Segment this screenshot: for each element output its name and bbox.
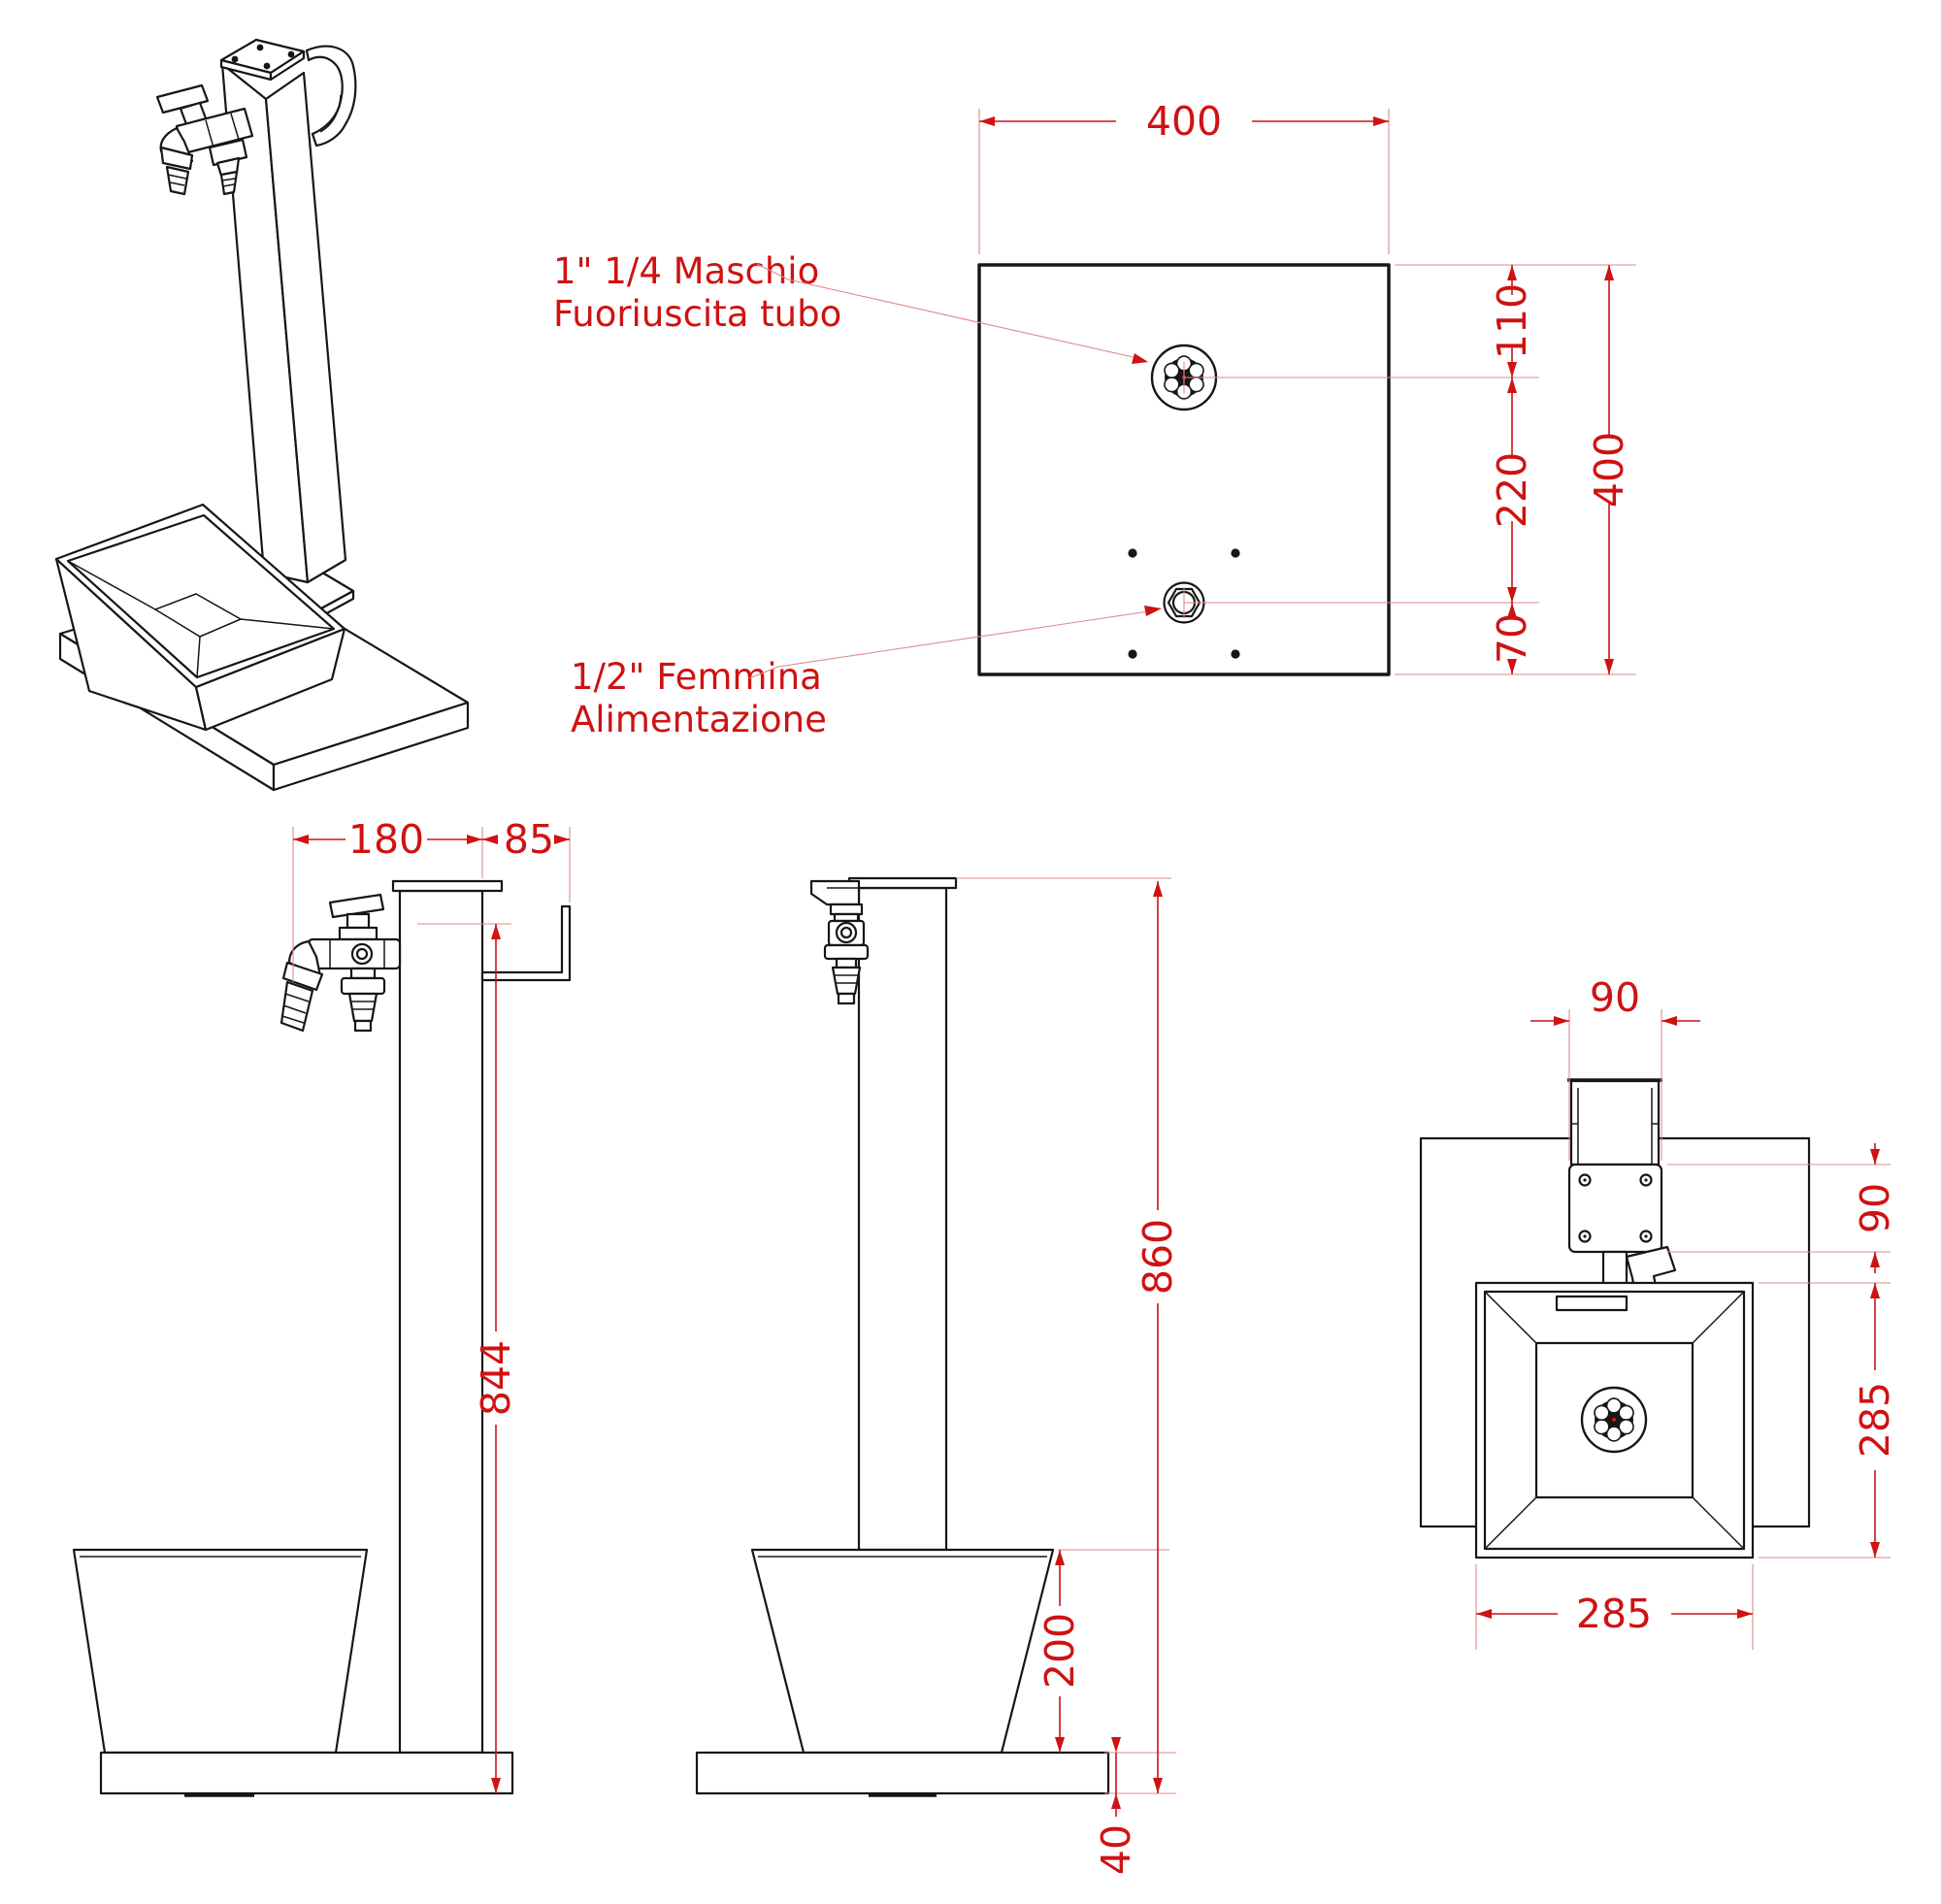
dim-post-width: 90 (1530, 974, 1700, 1026)
front-base-plate (695, 1751, 1110, 1795)
inlet-label-line1: 1/2" Femmina (571, 656, 822, 698)
isometric-view (54, 38, 470, 792)
top-post-tube (1567, 1078, 1662, 1166)
iso-hose-hook (305, 45, 357, 148)
side-hose-hook (480, 904, 572, 982)
side-elevation-view: 180 85 844 (72, 816, 572, 1797)
front-tap (809, 879, 870, 1005)
dim-label-total-height: 860 (1135, 1219, 1181, 1295)
inlet-label-line2: Alimentazione (571, 699, 827, 740)
side-tap (280, 893, 402, 1033)
top-mounting-plate (1567, 1163, 1663, 1254)
dim-label-base-thickness: 40 (1093, 1824, 1139, 1875)
dim-label-base-height: 400 (1586, 432, 1632, 508)
base-plate-outline (977, 263, 1391, 676)
dim-label-inlet-to-bottom: 70 (1489, 613, 1535, 664)
basin-drain-icon (1580, 1386, 1648, 1454)
side-post (398, 889, 484, 1755)
dim-label-base-width: 400 (1146, 98, 1222, 145)
outlet-label-line1: 1" 1/4 Maschio (553, 250, 819, 292)
bolt-holes (1128, 548, 1240, 659)
base-plan-view: 400 110 220 70 (977, 98, 1636, 676)
dim-total-height: 860 (1135, 881, 1181, 1793)
iso-top-plate (219, 38, 306, 82)
dim-basin-depth: 285 (1852, 1283, 1898, 1558)
dim-label-basin-width: 285 (1576, 1591, 1652, 1637)
dim-base-thickness: 40 (1093, 1737, 1139, 1875)
dim-label-drain-to-inlet: 220 (1489, 452, 1535, 528)
dim-label-bucket-height: 200 (1036, 1613, 1083, 1689)
dim-drain-from-top: 110 (1489, 265, 1535, 378)
dim-label-tap-height: 844 (473, 1340, 519, 1416)
overflow-slot (1555, 1295, 1628, 1312)
dim-label-tap-reach: 180 (348, 816, 424, 863)
iso-bucket (54, 503, 346, 732)
dim-plate-depth: 90 (1852, 1143, 1898, 1273)
dim-base-height: 400 (1586, 265, 1632, 674)
dim-bucket-height: 200 (1036, 1550, 1083, 1753)
front-elevation-view: 860 200 40 (695, 876, 1181, 1875)
side-bucket (72, 1548, 369, 1755)
front-post-cap (847, 876, 958, 890)
leader-outlet: 1" 1/4 Maschio Fuoriuscita tubo (553, 250, 1148, 364)
dim-tap-reach: 180 (293, 816, 482, 863)
side-post-cap (391, 879, 504, 893)
dim-label-basin-depth: 285 (1852, 1382, 1898, 1458)
assembly-plan-view: 90 90 285 285 (1419, 974, 1898, 1650)
iso-tap (155, 83, 254, 196)
dim-basin-width: 285 (1476, 1591, 1753, 1637)
front-bucket (750, 1548, 1055, 1755)
side-base-plate (99, 1751, 514, 1795)
dim-inlet-to-bottom: 70 (1489, 603, 1535, 674)
dim-label-post-width: 90 (1590, 974, 1640, 1021)
top-basin (1474, 1281, 1755, 1559)
leader-inlet: 1/2" Femmina Alimentazione (571, 606, 1162, 740)
dim-label-hook-width: 85 (504, 816, 554, 863)
dim-label-drain-from-top: 110 (1489, 283, 1535, 359)
dim-hook-width: 85 (482, 816, 570, 863)
front-post (857, 886, 948, 1552)
dim-label-plate-depth: 90 (1852, 1183, 1898, 1233)
dim-drain-to-inlet: 220 (1489, 378, 1535, 603)
dim-base-width: 400 (979, 98, 1389, 145)
outlet-label-line2: Fuoriuscita tubo (553, 293, 841, 335)
iso-post (220, 62, 347, 584)
dim-tap-height: 844 (473, 924, 519, 1793)
